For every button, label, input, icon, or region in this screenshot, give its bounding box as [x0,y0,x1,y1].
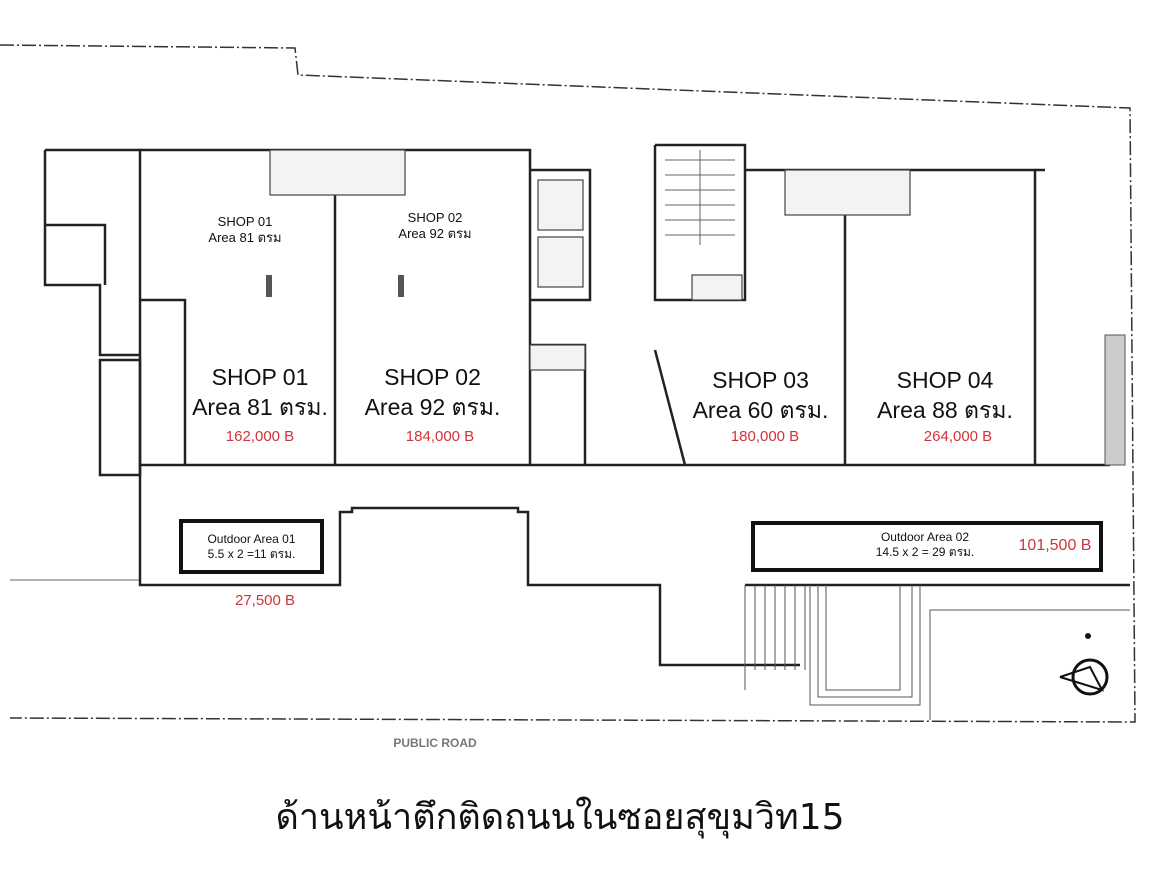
site-boundary [0,44,1136,723]
outdoor-area-01-price: 27,500 B [234,592,296,609]
shop-03-price: 180,000 B [730,428,800,445]
outdoor-area-02-price: 101,500 B [1018,537,1092,554]
compass-icon [1059,633,1109,696]
caption: ด้านหน้าตึกติดถนนในซอยสุขุมวิท15 [275,797,845,838]
shop-02-price: 184,000 B [405,428,475,445]
shop-04-price: 264,000 B [923,428,993,445]
outdoor-area-02-box [751,521,1103,572]
column-hatch [1104,334,1126,466]
toilets [269,149,911,371]
outdoor-area-01-box [179,519,324,574]
shop-01-price: 162,000 B [225,428,295,445]
terrace-edge [138,470,1130,667]
public-road-label: PUBLIC ROAD [393,736,477,750]
front-stairs [744,585,1130,720]
stair-core [665,150,735,245]
